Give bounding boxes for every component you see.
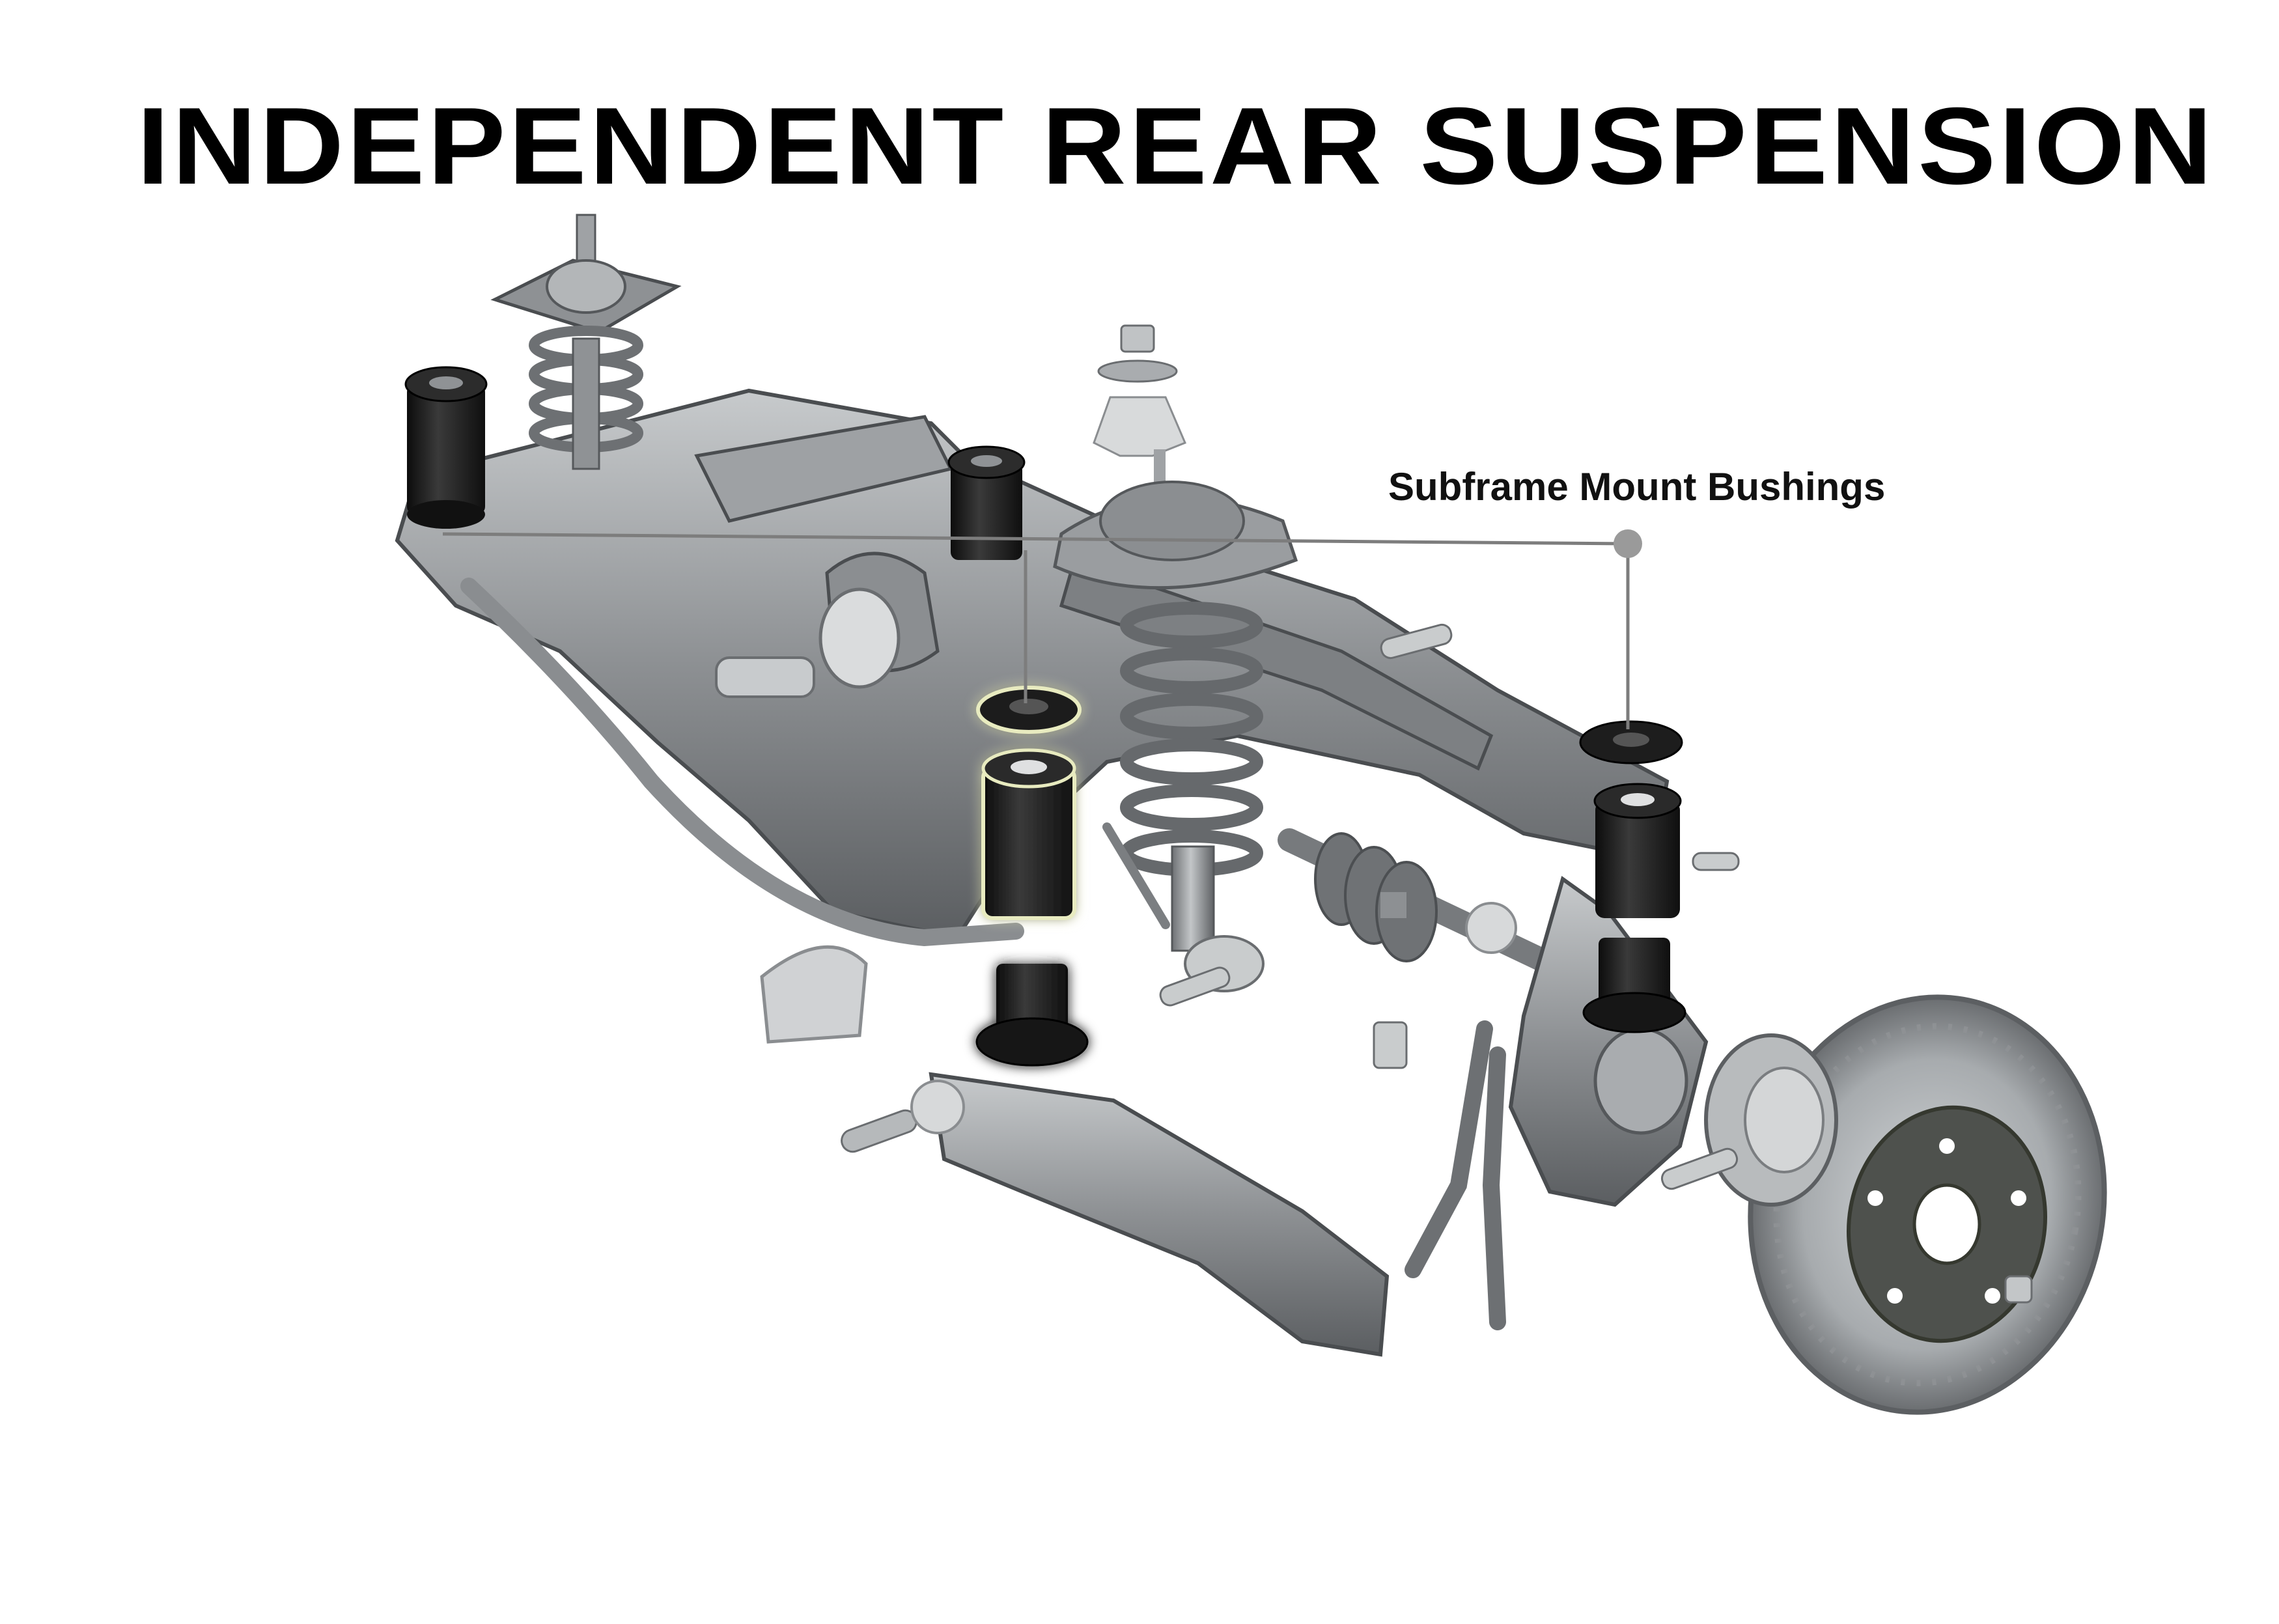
sway-bar (460, 578, 1024, 947)
bushing-icon (975, 686, 1089, 1067)
bushing-icon (1579, 720, 1686, 1033)
bushing-sleeve-icon (1373, 1021, 1408, 1069)
rotor-center-bore (1912, 1183, 1981, 1265)
differential-flange (818, 587, 901, 689)
subframe-body (395, 388, 1670, 940)
bolt-icon (1692, 852, 1740, 871)
top-washer (1097, 359, 1178, 383)
page-title: INDEPENDENT REAR SUSPENSION (137, 85, 2215, 207)
shock-top-mount (546, 259, 626, 314)
bolt-icon (1380, 623, 1453, 660)
bump-stop-icon (1093, 396, 1186, 457)
shock-body (572, 337, 600, 470)
sway-bar-clamp (760, 945, 868, 1044)
spring-top-dome (1099, 481, 1245, 561)
bushing-icon (404, 366, 488, 529)
bolt-icon (1159, 966, 1231, 1007)
knuckle-bore (1593, 1027, 1688, 1135)
knuckle-bushing (1465, 902, 1517, 954)
axle-stub (1380, 892, 1406, 918)
subframe (395, 388, 1670, 940)
trailing-arm-bushing (910, 1080, 965, 1134)
trailing-arm-pin (841, 1109, 917, 1153)
trailing-arm (929, 1072, 1390, 1357)
subframe-bracket (715, 656, 815, 698)
top-nut-icon (1120, 324, 1155, 353)
shock-lower-body (1171, 845, 1215, 952)
callout-label: Subframe Mount Bushings (1388, 465, 1886, 509)
sway-bar-icon (460, 578, 1170, 1044)
subframe-bushings (404, 366, 1686, 1067)
trailing-arm-icon (841, 1072, 1390, 1357)
lower-link (1405, 1020, 1506, 1330)
cv-boot (1314, 832, 1438, 962)
hardware (1159, 623, 1740, 1190)
bolt-icon (1660, 1147, 1739, 1190)
lug-holes (1867, 1138, 2026, 1304)
axle-nut-icon (2004, 1275, 2033, 1304)
bushing-icon (947, 445, 1026, 560)
knuckle-icon (1465, 876, 1709, 1207)
coilover-left (490, 214, 682, 470)
end-link (1102, 822, 1170, 929)
callout-leader (442, 529, 1642, 729)
brake-rotor-icon (1704, 994, 2107, 1415)
hub-knuckle (1508, 876, 1709, 1207)
hub-face (1744, 1067, 1825, 1173)
